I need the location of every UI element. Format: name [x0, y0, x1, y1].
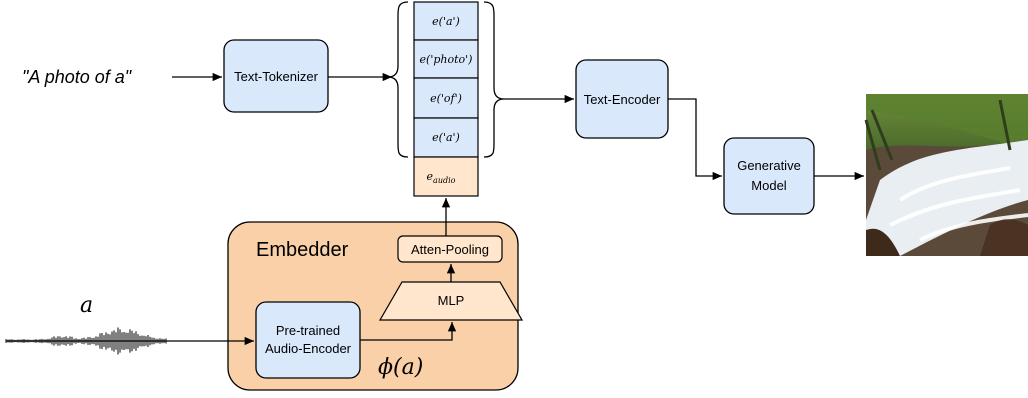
token-e-a-2: e('a')	[432, 131, 460, 144]
generative-model-label-1: Generative	[737, 158, 801, 173]
audio-waveform-icon	[5, 327, 168, 355]
atten-pooling-label: Atten-Pooling	[411, 242, 489, 257]
phi-a-label: ϕ(a)	[378, 355, 423, 380]
generated-waterfall-image	[864, 94, 1028, 256]
token-right-brace	[483, 1, 505, 158]
pretrained-audio-encoder-box: Pre-trained Audio-Encoder	[255, 301, 361, 379]
prompt-text: "A photo of a"	[22, 67, 133, 87]
token-e-of: e('of')	[430, 92, 462, 105]
atten-pooling-box: Atten-Pooling	[397, 235, 503, 263]
mlp-label: MLP	[438, 293, 465, 308]
token-e-photo: e('photo')	[420, 53, 473, 66]
text-tokenizer-box: Text-Tokenizer	[223, 39, 329, 113]
generative-model-label-2: Model	[751, 178, 787, 193]
text-encoder-box: Text-Encoder	[575, 59, 669, 139]
pretrained-audio-encoder-label-2: Audio-Encoder	[265, 341, 352, 356]
token-e-a-1: e('a')	[432, 15, 460, 28]
mlp-block: MLP	[378, 281, 524, 321]
embedder-title: Embedder	[256, 239, 349, 261]
token-left-brace	[387, 1, 409, 158]
token-e-audio: eaudio	[427, 170, 456, 185]
token-stack: e('a') e('photo') e('of') e('a') eaudio	[413, 1, 479, 197]
generative-model-box: Generative Model	[723, 137, 815, 215]
pretrained-audio-encoder-label-1: Pre-trained	[276, 323, 340, 338]
audio-variable-label: a	[80, 293, 93, 318]
text-encoder-label: Text-Encoder	[584, 92, 661, 107]
text-tokenizer-label: Text-Tokenizer	[234, 69, 318, 84]
